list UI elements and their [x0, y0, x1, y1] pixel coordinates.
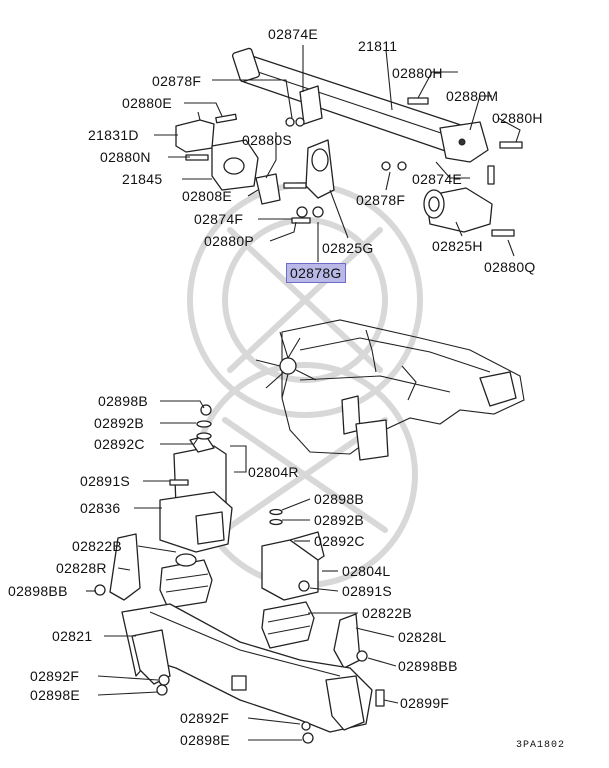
callout-02898E-2[interactable]: 02898E — [180, 732, 231, 748]
callout-02898BB-2[interactable]: 02898BB — [398, 658, 458, 674]
callout-02898B[interactable]: 02898B — [98, 393, 149, 409]
callout-21831D[interactable]: 21831D — [88, 127, 139, 143]
callout-02892C-2[interactable]: 02892C — [314, 533, 365, 549]
front-crossmember-assembly — [175, 47, 523, 237]
callout-02892F[interactable]: 02892F — [30, 668, 80, 684]
callout-02880E[interactable]: 02880E — [122, 95, 173, 111]
callout-21811[interactable]: 21811 — [358, 38, 398, 54]
callout-02892F-2[interactable]: 02892F — [180, 710, 230, 726]
callout-02880H[interactable]: 02880H — [392, 65, 443, 81]
callout-02808E[interactable]: 02808E — [182, 188, 233, 204]
front-suspension-crossmember — [121, 603, 373, 744]
callout-21845[interactable]: 21845 — [122, 171, 163, 187]
diagram-reference-code: 3PA1802 — [516, 740, 566, 751]
callout-02892B[interactable]: 02892B — [94, 415, 145, 431]
callout-02822B[interactable]: 02822B — [72, 538, 123, 554]
callout-02825H[interactable]: 02825H — [432, 238, 483, 254]
callout-02822B-2[interactable]: 02822B — [362, 605, 413, 621]
callout-02892C[interactable]: 02892C — [94, 436, 145, 452]
callout-02804R[interactable]: 02804R — [248, 464, 299, 480]
callout-02898B-2[interactable]: 02898B — [314, 491, 365, 507]
bolt-icon — [185, 97, 523, 237]
callout-02825G[interactable]: 02825G — [322, 240, 374, 256]
nut-icon — [285, 117, 407, 218]
callout-02804L[interactable]: 02804L — [342, 563, 391, 579]
fan-icon — [255, 331, 317, 399]
callout-02828L[interactable]: 02828L — [398, 629, 447, 645]
callout-02878F[interactable]: 02878F — [152, 73, 202, 89]
callout-02821[interactable]: 02821 — [52, 628, 93, 644]
callout-02898BB[interactable]: 02898BB — [8, 583, 68, 599]
callout-02874E[interactable]: 02874E — [268, 26, 319, 42]
callout-02880P[interactable]: 02880P — [204, 233, 255, 249]
callout-02880S[interactable]: 02880S — [242, 132, 293, 148]
callout-02878G-highlighted[interactable]: 02878G — [286, 263, 346, 283]
engine-assembly-outline — [255, 319, 525, 461]
right-engine-mount-stack — [261, 508, 385, 707]
callout-02880H-2[interactable]: 02880H — [492, 110, 543, 126]
callout-02828R[interactable]: 02828R — [56, 560, 107, 576]
callout-02836[interactable]: 02836 — [80, 500, 121, 516]
callout-02880N[interactable]: 02880N — [100, 149, 151, 165]
callout-02892B-2[interactable]: 02892B — [314, 512, 365, 528]
callout-02878F-2[interactable]: 02878F — [356, 192, 406, 208]
callout-02880M[interactable]: 02880M — [446, 88, 499, 104]
callout-02874F[interactable]: 02874F — [194, 211, 244, 227]
callout-02874E-2[interactable]: 02874E — [412, 171, 463, 187]
leader-lines — [86, 45, 521, 741]
callout-02891S-2[interactable]: 02891S — [342, 583, 393, 599]
callout-02891S[interactable]: 02891S — [80, 473, 131, 489]
callout-02880Q[interactable]: 02880Q — [484, 259, 536, 275]
callout-02899F[interactable]: 02899F — [400, 695, 450, 711]
callout-02898E[interactable]: 02898E — [30, 687, 81, 703]
left-engine-mount-stack — [94, 404, 233, 609]
